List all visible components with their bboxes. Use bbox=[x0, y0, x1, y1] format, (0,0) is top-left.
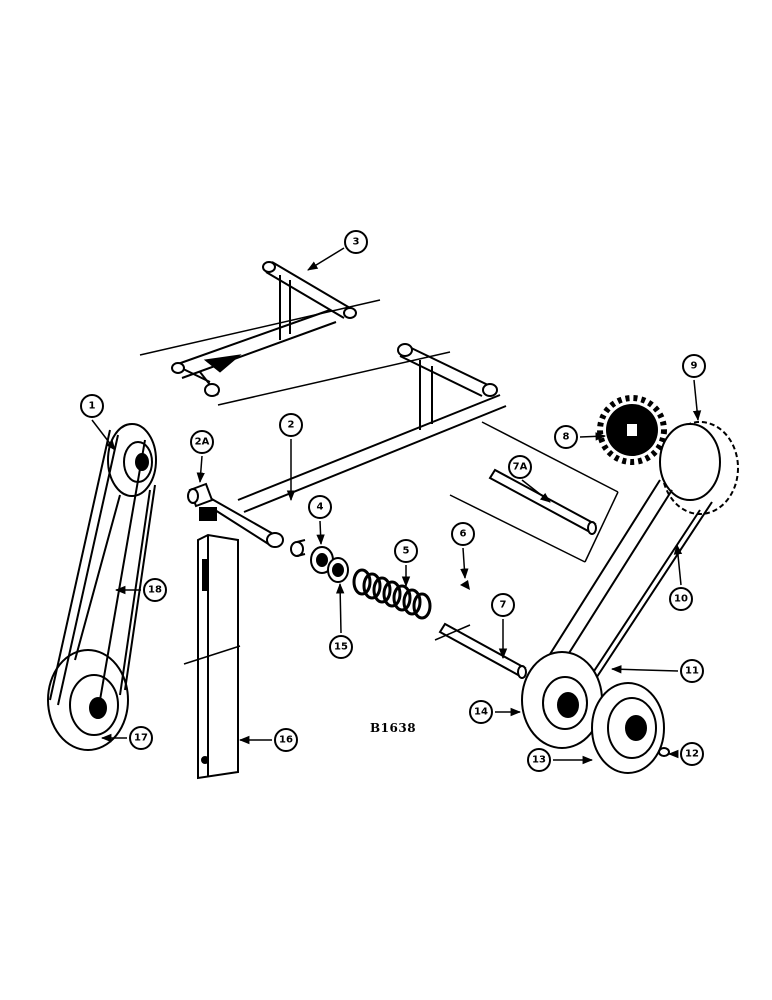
callout-14: 14 bbox=[469, 700, 522, 724]
callout-18: 18 bbox=[114, 578, 167, 602]
callout-9: 9 bbox=[682, 354, 706, 422]
callout-label-13: 13 bbox=[532, 755, 546, 766]
callout-13: 13 bbox=[527, 748, 594, 772]
lower-sprocket-part-14 bbox=[521, 651, 603, 749]
support-bar-part-16 bbox=[183, 533, 241, 780]
callout-label-7a: 7A bbox=[513, 462, 528, 473]
sprocket-part-8 bbox=[597, 395, 667, 465]
callout-label-5: 5 bbox=[403, 546, 410, 557]
callout-label-14: 14 bbox=[474, 707, 488, 718]
bushing-part-2a bbox=[187, 482, 214, 508]
callout-label-17: 17 bbox=[134, 733, 148, 744]
callout-label-16: 16 bbox=[279, 735, 293, 746]
collar-part-15 bbox=[327, 557, 349, 583]
chain-drive-part-9-10 bbox=[539, 421, 739, 701]
shaft-part-7 bbox=[434, 622, 527, 679]
shaft-panel-part-7a bbox=[449, 421, 619, 563]
callout-4: 4 bbox=[308, 495, 332, 546]
pulley-part-13 bbox=[591, 682, 665, 774]
callout-label-15: 15 bbox=[334, 642, 348, 653]
key-part-6 bbox=[460, 580, 470, 590]
callout-label-11: 11 bbox=[685, 666, 699, 677]
callout-7a: 7A bbox=[508, 455, 551, 503]
bushing-small bbox=[290, 539, 306, 557]
callout-16: 16 bbox=[238, 728, 298, 752]
callout-10: 10 bbox=[669, 543, 693, 611]
callout-2a: 2A bbox=[190, 430, 214, 484]
spring-part-5 bbox=[352, 568, 432, 620]
callout-label-12: 12 bbox=[685, 749, 699, 760]
callout-12: 12 bbox=[667, 742, 704, 766]
callout-11: 11 bbox=[610, 659, 704, 683]
callout-label-10: 10 bbox=[674, 594, 688, 605]
callout-6: 6 bbox=[451, 522, 475, 580]
callout-label-9: 9 bbox=[691, 361, 698, 372]
callout-7: 7 bbox=[491, 593, 515, 660]
callout-label-6: 6 bbox=[460, 529, 467, 540]
callout-label-18: 18 bbox=[148, 585, 162, 596]
callout-3: 3 bbox=[307, 230, 368, 271]
callout-label-2: 2 bbox=[288, 420, 295, 431]
callout-5: 5 bbox=[394, 539, 418, 588]
callout-label-1: 1 bbox=[89, 401, 96, 412]
drawing-code: B1638 bbox=[370, 721, 416, 735]
callout-label-8: 8 bbox=[563, 432, 570, 443]
callout-8: 8 bbox=[554, 425, 607, 449]
callout-15: 15 bbox=[329, 582, 353, 659]
callout-2: 2 bbox=[279, 413, 303, 502]
callout-1: 1 bbox=[80, 394, 116, 451]
vbelt-drive-part-1-17-18 bbox=[47, 423, 157, 751]
retainer-part-12 bbox=[658, 747, 670, 757]
callout-label-4: 4 bbox=[317, 502, 324, 513]
callout-label-3: 3 bbox=[353, 237, 360, 248]
callout-17: 17 bbox=[100, 726, 153, 750]
callout-label-2a: 2A bbox=[195, 437, 210, 448]
upper-frame-part-3 bbox=[139, 261, 451, 406]
callout-label-7: 7 bbox=[500, 600, 507, 611]
